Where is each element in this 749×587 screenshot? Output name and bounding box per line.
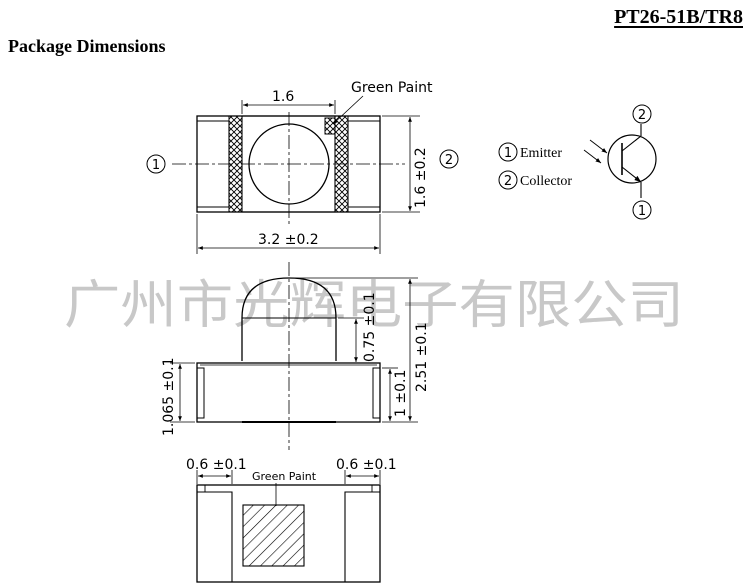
green-paint-label-top: Green Paint bbox=[351, 80, 433, 96]
length-dimension: 3.2 ±0.2 bbox=[258, 232, 319, 248]
width-dimension: 1.6 bbox=[272, 89, 294, 105]
green-paint-label-bottom: Green Paint bbox=[252, 470, 317, 483]
side-view: 0.75 ±0.1 2.51 ±0.1 1 ±0.1 1.065 ±0.1 bbox=[161, 262, 430, 450]
bottom-view: 0.6 ±0.1 0.6 ±0.1 Green Paint bbox=[186, 457, 397, 583]
lens-dome bbox=[241, 277, 337, 361]
part-number-title: PT26-51B/TR8 bbox=[614, 6, 743, 28]
green-paint-mark bbox=[324, 117, 336, 135]
svg-text:1: 1 bbox=[504, 146, 512, 161]
watermark-text: 广州市光辉电子有限公司 bbox=[64, 276, 684, 336]
section-title: Package Dimensions bbox=[8, 36, 166, 56]
height-dimension-top: 1.6 ±0.2 bbox=[413, 147, 429, 208]
svg-text:2: 2 bbox=[445, 153, 453, 168]
pin-1-marker bbox=[146, 154, 166, 174]
pad-height-dimension: 1 ±0.1 bbox=[393, 370, 409, 417]
left-pad-dimension: 0.6 ±0.1 bbox=[186, 457, 247, 473]
collector-label: Collector bbox=[520, 174, 572, 189]
bottom-view-body bbox=[196, 484, 381, 583]
svg-text:1: 1 bbox=[152, 158, 160, 173]
total-height-dimension: 2.51 ±0.1 bbox=[414, 322, 430, 392]
svg-text:1: 1 bbox=[638, 204, 646, 219]
body-height-dimension: 1.065 ±0.1 bbox=[161, 357, 177, 436]
top-view: 1.6 Green Paint 1.6 ±0.2 3.2 ±0.2 1 2 bbox=[146, 80, 459, 254]
phototransistor-symbol-icon: 2 1 bbox=[583, 104, 657, 220]
green-paint-area bbox=[242, 504, 305, 567]
pin-legend: 1 Emitter 2 Collector bbox=[498, 142, 572, 190]
svg-text:2: 2 bbox=[638, 108, 646, 123]
emitter-label: Emitter bbox=[520, 146, 562, 161]
svg-text:2: 2 bbox=[504, 174, 512, 189]
lens-height-dimension: 0.75 ±0.1 bbox=[362, 292, 378, 362]
pin-2-marker bbox=[439, 149, 459, 169]
right-pad-dimension: 0.6 ±0.1 bbox=[336, 457, 397, 473]
side-view-body bbox=[196, 362, 381, 423]
